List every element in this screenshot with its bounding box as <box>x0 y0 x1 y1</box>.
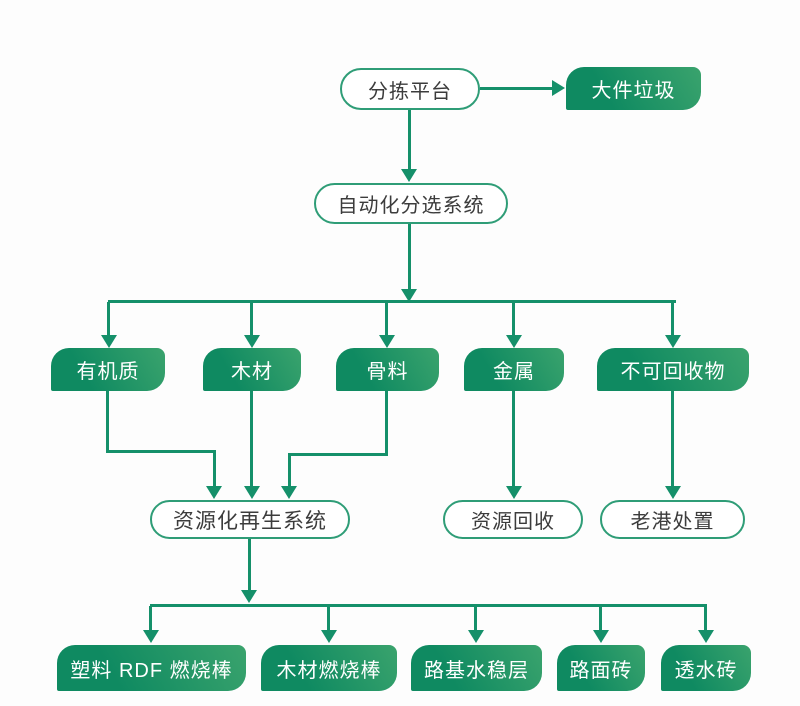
node-wood: 木材 <box>203 348 301 391</box>
edge-junction-to-aggregate-line <box>385 302 388 336</box>
edge-aggregate-to-regen-line1 <box>385 391 388 454</box>
node-organic: 有机质 <box>51 348 165 391</box>
edge-organic-to-regen-arrow <box>206 486 222 499</box>
edge-junction-to-organic-arrow <box>101 335 117 348</box>
node-bulky-waste: 大件垃圾 <box>566 67 701 110</box>
edge-sorting-platform-to-bulky-waste-line <box>480 87 552 90</box>
branch-junction-top-line <box>108 300 676 303</box>
edge-organic-to-regen-line3 <box>213 450 216 487</box>
edge-junction-to-roadbase-line <box>474 606 477 631</box>
node-auto-sorting-system: 自动化分选系统 <box>314 183 508 224</box>
edge-junction-to-pavement-arrow <box>593 630 609 643</box>
node-aggregate: 骨料 <box>336 348 439 391</box>
edge-regen-to-junction-arrow <box>241 590 257 603</box>
edge-junction-to-aggregate-arrow <box>379 335 395 348</box>
edge-wood-to-regen-line <box>250 391 253 487</box>
edge-junction-to-roadbase-arrow <box>468 630 484 643</box>
edge-wood-to-regen-arrow <box>244 486 260 499</box>
node-pavement-brick: 路面砖 <box>557 645 645 691</box>
edge-junction-to-permeable-line <box>704 606 707 631</box>
edge-aggregate-to-regen-line3 <box>288 453 291 487</box>
edge-organic-to-regen-line1 <box>106 391 109 451</box>
edge-metal-to-recovery-line <box>512 391 515 487</box>
node-laogang-disposal: 老港处置 <box>600 500 745 539</box>
edge-junction-to-wood-line <box>250 302 253 336</box>
edge-junction-to-metal-line <box>512 302 515 336</box>
node-sorting-platform: 分拣平台 <box>340 68 480 110</box>
edge-sorting-platform-to-auto-sorting-arrow <box>401 169 417 182</box>
edge-non-recyclable-to-laogang-line <box>671 391 674 487</box>
edge-junction-to-permeable-arrow <box>698 630 714 643</box>
edge-junction-to-wood-arrow <box>244 335 260 348</box>
node-metal: 金属 <box>464 348 564 391</box>
node-plastic-rdf-rod: 塑料 RDF 燃烧棒 <box>57 645 246 691</box>
edge-junction-to-wood-rod-line <box>327 606 330 631</box>
edge-junction-to-non-recyclable-arrow <box>665 335 681 348</box>
edge-junction-to-plastic-rdf-arrow <box>143 630 159 643</box>
edge-regen-to-junction-line <box>248 539 251 591</box>
node-wood-rod: 木材燃烧棒 <box>261 645 397 691</box>
node-resource-regeneration-system: 资源化再生系统 <box>150 500 350 539</box>
edge-aggregate-to-regen-line2 <box>288 453 388 456</box>
edge-sorting-platform-to-auto-sorting-line <box>408 110 411 170</box>
edge-junction-to-metal-arrow <box>506 335 522 348</box>
branch-junction-bottom-line <box>150 604 707 607</box>
edge-junction-to-plastic-rdf-line <box>149 606 152 631</box>
edge-junction-to-organic-line <box>107 302 110 336</box>
node-permeable-brick: 透水砖 <box>661 645 751 691</box>
edge-junction-to-wood-rod-arrow <box>321 630 337 643</box>
node-resource-recovery: 资源回收 <box>443 500 583 539</box>
edge-junction-to-pavement-line <box>599 606 602 631</box>
node-roadbase-layer: 路基水稳层 <box>411 645 542 691</box>
edge-sorting-platform-to-bulky-waste-arrow <box>552 80 565 96</box>
edge-junction-to-non-recyclable-line <box>671 302 674 336</box>
edge-metal-to-recovery-arrow <box>506 486 522 499</box>
edge-auto-sorting-to-junction-line <box>408 224 411 290</box>
edge-auto-sorting-to-junction-arrow <box>401 289 417 302</box>
edge-organic-to-regen-line2 <box>106 450 216 453</box>
node-non-recyclable: 不可回收物 <box>597 348 749 391</box>
edge-aggregate-to-regen-arrow <box>281 486 297 499</box>
edge-non-recyclable-to-laogang-arrow <box>665 486 681 499</box>
